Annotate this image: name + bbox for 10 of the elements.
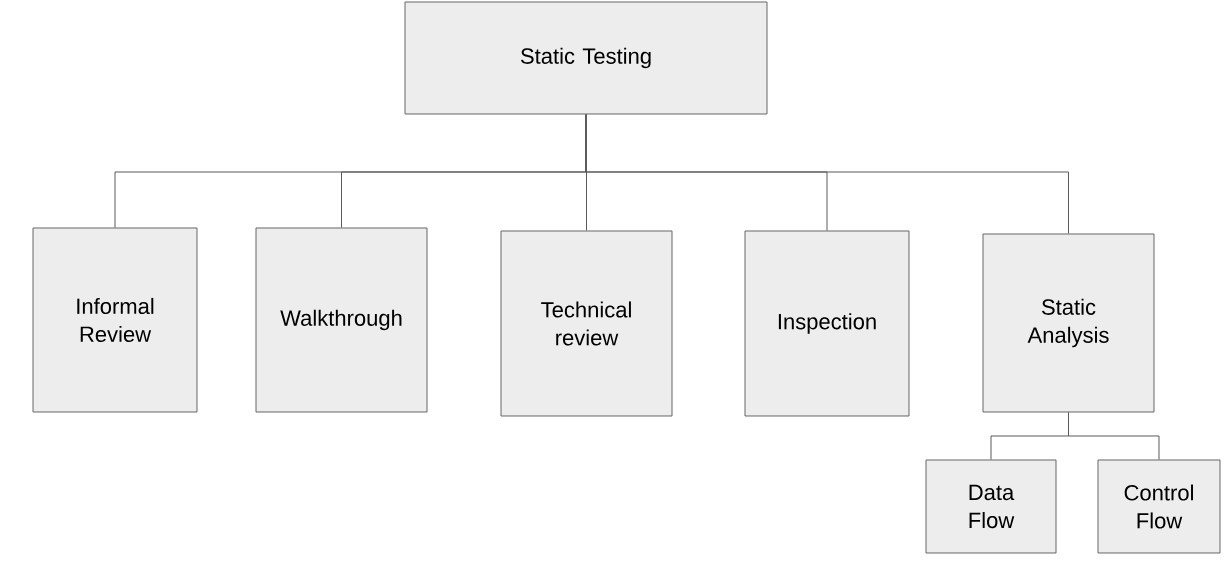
process-box: Static Testing — [404, 1, 768, 115]
process-box: Static Analysis — [982, 233, 1155, 413]
process-box: Control Flow — [1097, 459, 1221, 554]
process-box: Walkthrough — [255, 227, 428, 413]
process-box: Inspection — [744, 230, 910, 417]
process-box: Informal Review — [32, 227, 198, 413]
process-box: Data Flow — [925, 459, 1057, 554]
process-box: Technical review — [500, 230, 673, 417]
connector — [585, 114, 1069, 234]
connector — [1068, 412, 1160, 460]
